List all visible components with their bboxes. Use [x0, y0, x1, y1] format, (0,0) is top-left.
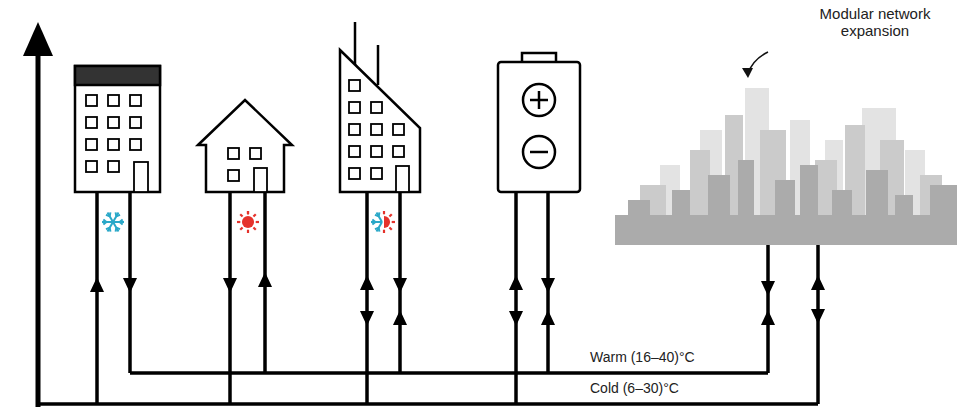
flow-arrowhead: [541, 310, 555, 325]
flow-arrowhead: [761, 281, 775, 296]
flow-arrowhead: [360, 275, 374, 290]
flow-arrowhead: [811, 275, 825, 290]
heating-half-icon: [384, 211, 395, 233]
main-arrowhead: [23, 22, 53, 56]
flow-arrowhead: [541, 278, 555, 293]
flow-arrowheads: [90, 272, 825, 326]
main-arrow: [36, 50, 41, 407]
flow-arrowhead: [258, 272, 272, 287]
battery-storage: [498, 53, 580, 192]
flow-arrowhead: [393, 278, 407, 293]
flow-arrowhead: [509, 311, 523, 326]
flow-arrowhead: [90, 277, 104, 292]
cooling-icon: [102, 212, 124, 231]
flow-arrowhead: [360, 311, 374, 326]
callout-arrowhead: [742, 68, 753, 78]
pipe-label: Cold (6–30)°C: [588, 380, 681, 396]
callout-label: Modular network expansion: [798, 5, 952, 40]
pipes: [38, 192, 818, 404]
heating-icon: [237, 211, 259, 233]
tower-building: [340, 22, 420, 192]
city-skyline: [615, 88, 957, 245]
flow-arrowhead: [811, 309, 825, 324]
flow-arrowhead: [123, 278, 137, 293]
flow-arrowhead: [509, 275, 523, 290]
flow-arrowhead: [393, 310, 407, 325]
cooling-half-icon: [371, 212, 382, 231]
pipe-label: Warm (16–40)°C: [588, 349, 697, 365]
flow-arrowhead: [223, 278, 237, 293]
office-building: [75, 66, 160, 192]
flow-arrowhead: [761, 310, 775, 325]
house: [198, 100, 292, 192]
